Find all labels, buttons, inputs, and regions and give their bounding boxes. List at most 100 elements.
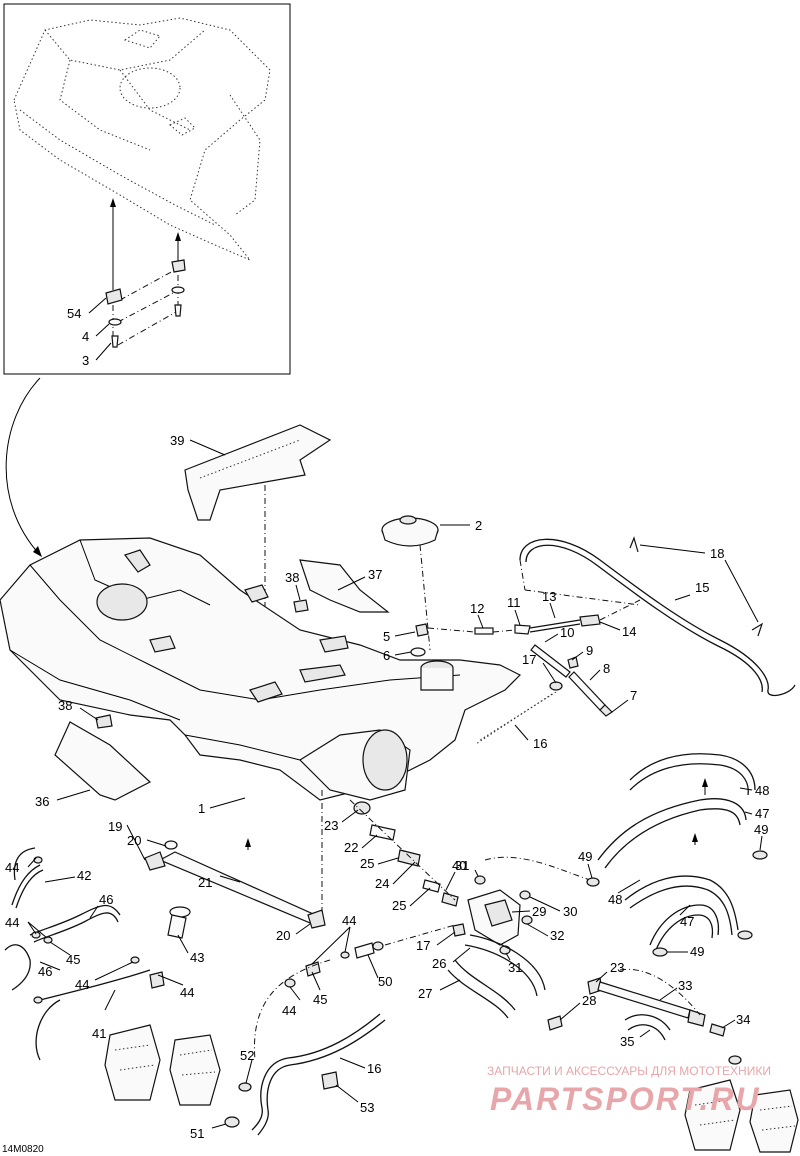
inset-callouts: 54 4 3 [67, 297, 112, 368]
callout-54: 54 [67, 306, 81, 321]
fuel-cap-2 [381, 515, 439, 651]
fuel-line-21 [144, 790, 326, 929]
side-panel-37 [299, 559, 390, 613]
pad-38b [95, 714, 113, 729]
callout-16-bottom: 16 [367, 1061, 381, 1076]
hoses-47-49 [586, 753, 768, 957]
callout-27: 27 [418, 986, 432, 1001]
callout-38-top: 38 [285, 570, 299, 585]
callout-5: 5 [383, 629, 390, 644]
callout-14: 14 [622, 624, 636, 639]
callout-49-mid: 49 [578, 849, 592, 864]
callout-44-e: 44 [180, 985, 194, 1000]
callout-2: 2 [475, 518, 482, 533]
callout-34: 34 [736, 1012, 750, 1027]
callout-23-top: 23 [324, 818, 338, 833]
callout-49-bottom: 49 [690, 944, 704, 959]
callout-17-top: 17 [522, 652, 536, 667]
callout-46-bottom: 46 [38, 964, 52, 979]
callout-8: 8 [603, 661, 610, 676]
callout-44-d: 44 [75, 977, 89, 992]
callout-53: 53 [360, 1100, 374, 1115]
fuel-pump [467, 856, 591, 955]
callout-45-mid: 45 [313, 992, 327, 1007]
callout-22: 22 [344, 840, 358, 855]
hoses-33-35 [587, 968, 726, 1041]
callout-40: 40 [452, 858, 466, 873]
watermark-line1: ЗАПЧАСТИ И АКСЕССУАРЫ ДЛЯ МОТОТЕХНИКИ [487, 1064, 771, 1078]
callout-15: 15 [695, 580, 709, 595]
watermark-line2: PARTSPORT.RU [490, 1081, 761, 1117]
fuel-tank [0, 537, 522, 801]
callout-31-bottom: 31 [508, 960, 522, 975]
callout-33: 33 [678, 978, 692, 993]
hoses-26-28 [447, 934, 563, 1031]
callout-28: 28 [582, 993, 596, 1008]
callout-30: 30 [563, 904, 577, 919]
callout-21: 21 [198, 875, 212, 890]
callout-29: 29 [532, 904, 546, 919]
inset-to-tank-arrow [5, 377, 41, 556]
callout-50: 50 [378, 974, 392, 989]
pump-fittings [349, 799, 466, 937]
callout-6: 6 [383, 648, 390, 663]
pad-38a [293, 599, 309, 613]
right-carbs [684, 1055, 799, 1153]
inset-hardware [105, 198, 186, 348]
callout-20-bottom: 20 [276, 928, 290, 943]
callout-32: 32 [550, 928, 564, 943]
callout-13: 13 [542, 589, 556, 604]
detail-inset-frame [3, 3, 291, 375]
callout-11: 11 [507, 595, 521, 610]
callout-44-a: 44 [5, 860, 19, 875]
callout-19: 19 [108, 819, 122, 834]
callout-44-f: 44 [282, 1003, 296, 1018]
callout-37: 37 [368, 567, 382, 582]
callout-44-c: 44 [342, 913, 356, 928]
callout-45-left: 45 [66, 952, 80, 967]
callout-16-top: 16 [533, 736, 547, 751]
bottom-hose-16 [224, 924, 456, 1136]
callout-10: 10 [560, 625, 574, 640]
drawing-reference: 14M0820 [2, 1144, 44, 1155]
callout-51: 51 [190, 1126, 204, 1141]
watermark: ЗАПЧАСТИ И АКСЕССУАРЫ ДЛЯ МОТОТЕХНИКИ PA… [487, 1064, 771, 1117]
callout-39: 39 [170, 433, 184, 448]
vent-hose-15 [519, 536, 796, 697]
callout-9: 9 [586, 643, 593, 658]
vent-assembly [410, 599, 641, 745]
callout-35: 35 [620, 1034, 634, 1049]
callout-31-top: 31 [455, 858, 469, 873]
callout-3: 3 [82, 353, 89, 368]
callout-18: 18 [710, 546, 724, 561]
callout-48-mid: 48 [608, 892, 622, 907]
side-panel-36 [54, 721, 152, 801]
callout-25-top: 25 [360, 856, 374, 871]
callout-20-top: 20 [127, 833, 141, 848]
callout-42: 42 [77, 868, 91, 883]
callout-4: 4 [82, 329, 89, 344]
callout-47-mid: 47 [680, 914, 694, 929]
callout-52: 52 [240, 1048, 254, 1063]
callout-46-top: 46 [99, 892, 113, 907]
callout-38-left: 38 [58, 698, 72, 713]
main-callouts: 39 2 18 15 37 38 12 11 13 14 10 5 [5, 433, 769, 1141]
callout-49-right: 49 [754, 822, 768, 837]
left-hose-network [4, 847, 221, 1106]
callout-48-top: 48 [755, 783, 769, 798]
callout-7: 7 [630, 688, 637, 703]
callout-17-bottom: 17 [416, 938, 430, 953]
callout-26: 26 [432, 956, 446, 971]
callout-36: 36 [35, 794, 49, 809]
callout-47-top: 47 [755, 806, 769, 821]
seat-pad-39 [184, 424, 332, 650]
callout-1: 1 [198, 801, 205, 816]
callout-43: 43 [190, 950, 204, 965]
callout-12: 12 [470, 601, 484, 616]
callout-41: 41 [92, 1026, 106, 1041]
callout-23-bottom: 23 [610, 960, 624, 975]
inset-tank-outline [13, 17, 271, 261]
callout-25-bottom: 25 [392, 898, 406, 913]
callout-24: 24 [375, 876, 389, 891]
